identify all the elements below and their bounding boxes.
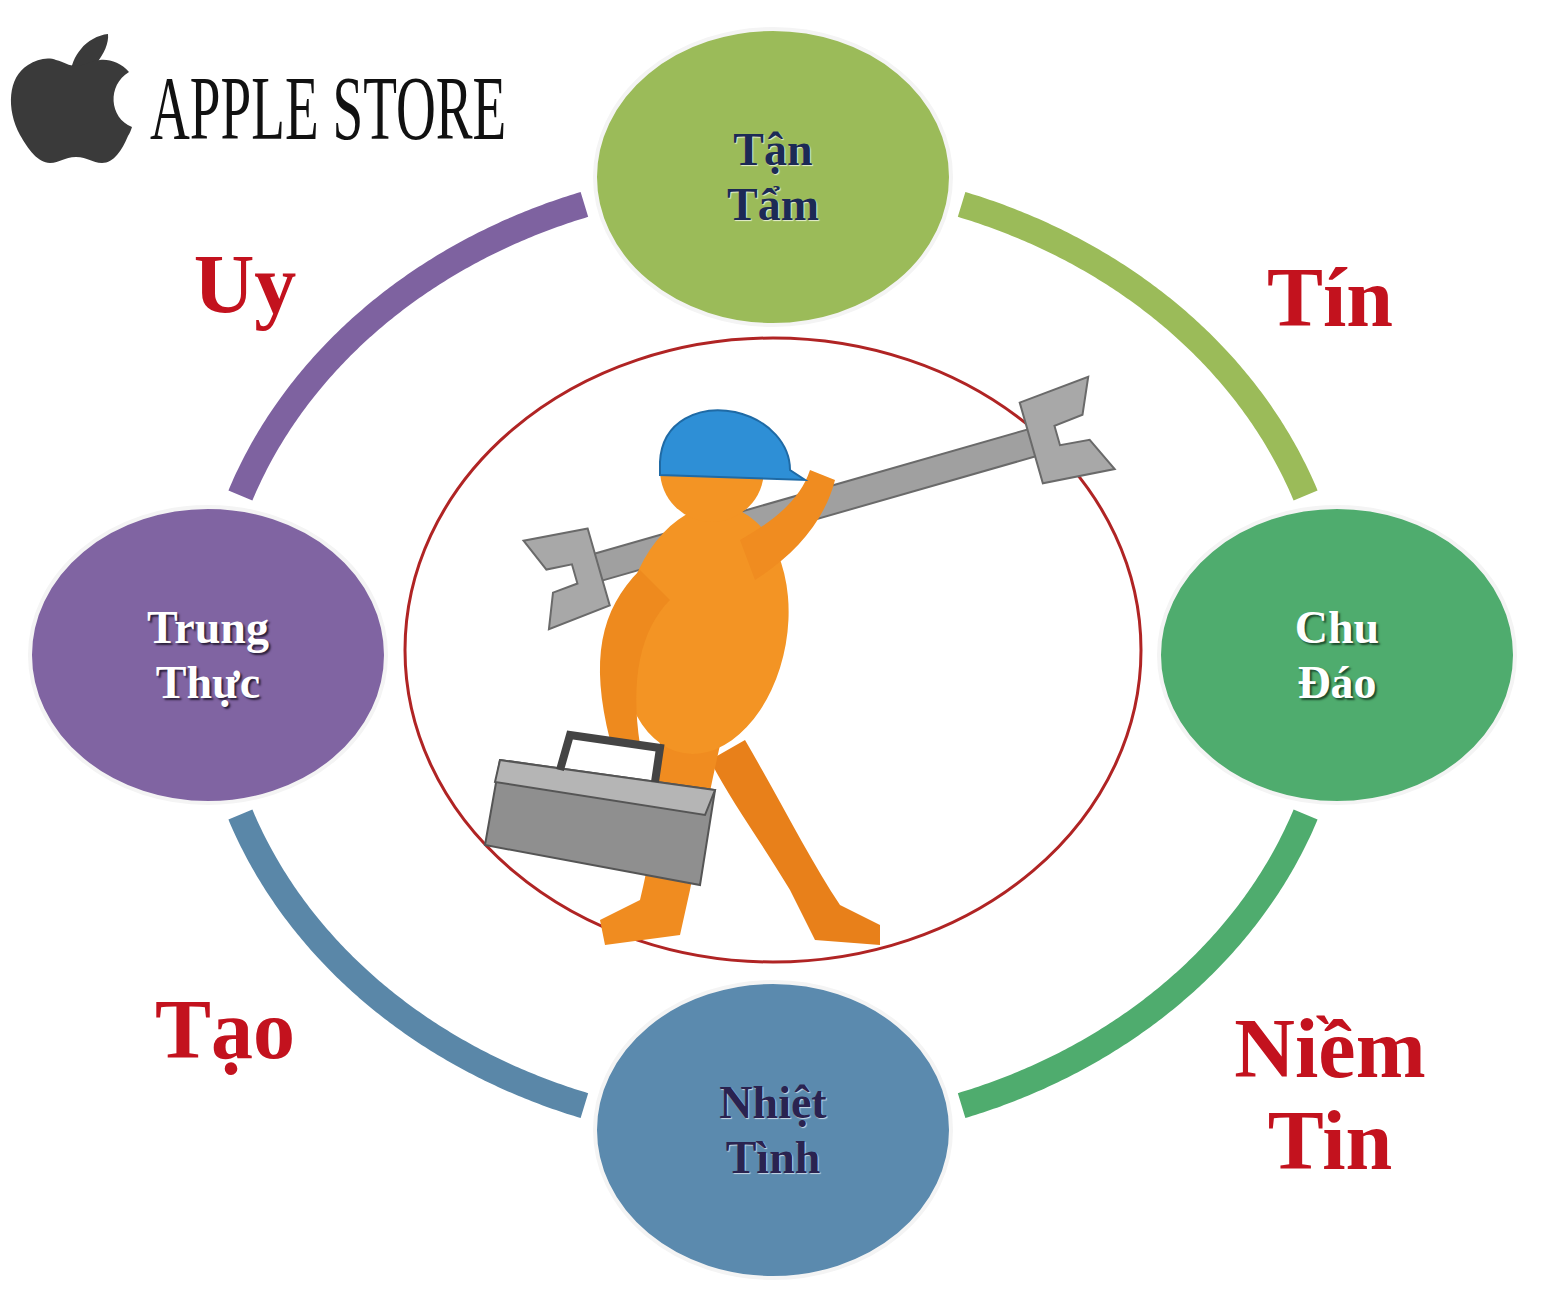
slogan-word: Niềm Tin: [1190, 1003, 1470, 1188]
circle-text-group: Trung Thực: [147, 600, 269, 710]
value-text: Chu Đáo: [1295, 600, 1379, 710]
circle-fill: [595, 29, 951, 325]
wrench: [523, 377, 1115, 631]
inner-ring: [405, 338, 1141, 962]
slogan-word: Uy: [194, 239, 297, 331]
circle-fill: [1159, 507, 1515, 803]
value-circle: Tận Tẩm: [593, 27, 953, 327]
circle-text-group: Chu Đáo: [1295, 600, 1379, 710]
toolbox: [485, 735, 715, 885]
value-text: Trung Thực: [147, 600, 269, 710]
value-circle: Nhiệt Tình: [593, 980, 953, 1280]
value-circle: Chu Đáo: [1157, 505, 1517, 805]
worker-figure: [485, 377, 1115, 945]
circle-shape: [28, 505, 388, 805]
ring-arc: [962, 204, 1306, 495]
slogan-word: Tín: [1267, 252, 1393, 344]
worker-helmet: [660, 410, 805, 480]
circle-shape: [593, 27, 953, 327]
worker-leg-back: [710, 740, 880, 945]
worker-arm-down: [600, 570, 670, 745]
value-text: Tận Tẩm: [727, 122, 819, 232]
circle-text-group: Nhiệt Tình: [719, 1075, 826, 1185]
circle-fill: [595, 982, 951, 1278]
circle-text-group: Tận Tẩm: [727, 122, 819, 232]
brand-name: APPLE STORE: [150, 62, 506, 154]
apple-logo: [11, 34, 132, 163]
circle-fill: [30, 507, 386, 803]
apple-body: [11, 59, 132, 163]
slogan-word: Tạo: [155, 984, 295, 1076]
value-text: Nhiệt Tình: [719, 1075, 826, 1185]
circle-shape: [1157, 505, 1517, 805]
value-circle: Trung Thực: [28, 505, 388, 805]
circle-shape: [593, 980, 953, 1280]
